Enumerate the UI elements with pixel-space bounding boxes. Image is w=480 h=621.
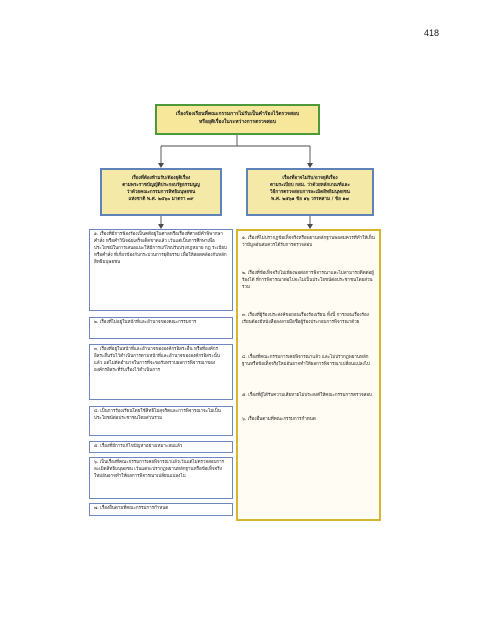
- left-item-2: ๒. เรื่องที่ไม่อยู่ในหน้าที่และอำนาจของค…: [89, 317, 233, 339]
- right-header-line1: เรื่องที่อาจไม่รับ/อาจยุติเรื่อง: [282, 176, 338, 181]
- arrowhead-right: [307, 163, 313, 168]
- left-header-line1: เรื่องที่ต้องห้ามรับ/ต้องยุติเรื่อง: [131, 176, 191, 181]
- page-number: 418: [424, 28, 440, 38]
- left-item-3: ๓. เรื่องที่อยู่ในหน้าที่และอำนาจขององค์…: [89, 344, 233, 400]
- right-header-box: เรื่องที่อาจไม่รับ/อาจยุติเรื่อง ตามระเบ…: [246, 168, 374, 216]
- right-header-line3: วิธีการตรวจสอบการละเมิดสิทธิมนุษยชน: [270, 190, 350, 196]
- left-item-6: ๖. เป็นเรื่องที่คณะกรรมการเคยพิจารณาแล้ว…: [89, 457, 233, 499]
- right-item-1: ๑. เรื่องที่ไม่ปรากฏข้อเท็จจริงหรือพยานห…: [242, 236, 375, 248]
- left-header-line4: แห่งชาติ พ.ศ. ๒๕๖๐ มาตรา ๓๙: [128, 197, 194, 203]
- arrowhead-left-items: [158, 224, 164, 229]
- right-item-6: ๖. เรื่องอื่นตามที่คณะกรรมการกำหนด: [242, 417, 316, 422]
- right-item-3: ๓. เรื่องที่ผู้ร้องประสงค์ขอถอนเรื่องร้อ…: [242, 313, 369, 325]
- left-item-1: ๑. เรื่องที่มีการฟ้องร้องเป็นคดีอยู่ในศา…: [89, 229, 233, 311]
- left-item-7: ๗. เรื่องอื่นตามที่คณะกรรมการกำหนด: [89, 503, 233, 516]
- arrowhead-right-items: [307, 224, 313, 229]
- left-header-line3: ว่าด้วยคณะกรรมการสิทธิมนุษยชน: [126, 190, 196, 196]
- right-item-5: ๕. เรื่องที่ผู้ได้รับความเสียหายไม่ประสง…: [242, 393, 372, 398]
- left-header-line2: ตามพระราชบัญญัติประกอบรัฐธรรมนูญ: [122, 183, 200, 189]
- top-box: เรื่องร้องเรียนที่คณะกรรมการไม่รับเป็นคำ…: [155, 104, 320, 135]
- top-box-line2: หรือยุติเรื่องในระหว่างการตรวจสอบ: [198, 118, 276, 125]
- right-header-line2: ตามระเบียบ กสม. ว่าด้วยหลักเกณฑ์และ: [270, 183, 350, 189]
- arrowhead-left: [158, 163, 164, 168]
- right-items-box: ๑. เรื่องที่ไม่ปรากฏข้อเท็จจริงหรือพยานห…: [236, 229, 381, 521]
- right-item-4: ๔. เรื่องที่คณะกรรมการเคยพิจารณาแล้ว และ…: [242, 355, 370, 367]
- left-item-5: ๕. เรื่องที่มีการแก้ไขปัญหาอย่างเหมาะสมแ…: [89, 441, 233, 453]
- left-header-box: เรื่องที่ต้องห้ามรับ/ต้องยุติเรื่อง ตามพ…: [100, 168, 222, 216]
- top-box-line1: เรื่องร้องเรียนที่คณะกรรมการไม่รับเป็นคำ…: [175, 111, 300, 117]
- right-header-line4: พ.ศ. ๒๕๖๑ ข้อ ๑๖ วรรคสาม / ข้อ ๑๗: [271, 197, 349, 203]
- left-item-4: ๔. เป็นการร้องเรียนโดยใช้สิทธิไม่สุจริตแ…: [89, 406, 233, 436]
- right-item-2: ๒. เรื่องที่ข้อเท็จจริงไม่เพียงพอต่อการพ…: [242, 271, 374, 290]
